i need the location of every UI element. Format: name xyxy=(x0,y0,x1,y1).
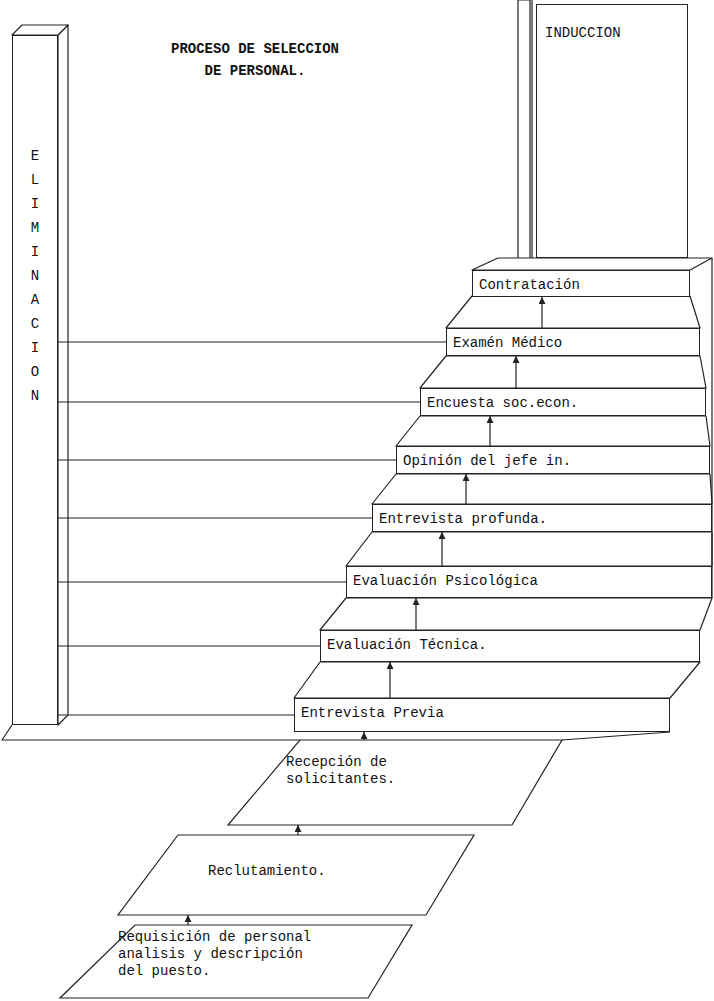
stair-tread xyxy=(346,532,712,566)
step-label: Opinión del jefe in. xyxy=(403,453,571,470)
step-label: Entrevista profunda. xyxy=(379,511,547,528)
step-label: Contratación xyxy=(479,277,580,294)
slab-outline xyxy=(228,740,562,825)
stair-tread xyxy=(320,598,712,630)
flow-arrow xyxy=(515,356,516,388)
flow-arrow xyxy=(441,532,442,566)
stair-step: Evaluación Psicológica xyxy=(346,566,712,598)
flow-arrow xyxy=(187,915,188,925)
elimination-line xyxy=(58,341,446,342)
slab-outline xyxy=(118,835,474,915)
stair-side xyxy=(562,732,670,740)
flow-arrow xyxy=(489,416,490,446)
door-frame xyxy=(518,0,530,262)
floor-line xyxy=(2,725,300,740)
floor-slab: Requisición de personal analisis y descr… xyxy=(60,925,412,998)
door-box: INDUCCION xyxy=(536,4,688,258)
pillar-top xyxy=(12,25,68,35)
elimination-line xyxy=(58,645,320,646)
stair-step: Contratación xyxy=(472,270,690,297)
stair-step: Encuesta soc.econ. xyxy=(420,388,706,416)
stair-tread xyxy=(446,296,700,328)
elimination-line xyxy=(58,581,346,582)
door-frame-line xyxy=(531,0,532,262)
step-label: INDUCCION xyxy=(545,25,621,42)
step-label: ELIMINACION xyxy=(28,144,42,408)
step-label: Recepción de solicitantes. xyxy=(286,740,476,788)
stair-tread xyxy=(396,416,710,446)
step-label: Encuesta soc.econ. xyxy=(427,395,578,412)
stair-step: Entrevista profunda. xyxy=(372,504,712,532)
stair-step: Opinión del jefe in. xyxy=(396,446,710,474)
flow-arrow xyxy=(415,598,416,630)
floor-slab: Reclutamiento. xyxy=(118,835,474,915)
flow-arrow xyxy=(389,662,390,698)
step-label: Evaluación Técnica. xyxy=(327,637,487,654)
flow-arrow xyxy=(297,825,298,835)
pillar-side xyxy=(58,25,68,725)
diagram-title: PROCESO DE SELECCION DE PERSONAL. xyxy=(165,38,345,83)
flow-arrow xyxy=(465,474,466,504)
landing xyxy=(472,258,712,270)
flow-arrow xyxy=(363,732,364,740)
step-label: Examén Médico xyxy=(453,335,562,352)
stair-tread xyxy=(372,474,712,504)
step-label: Requisición de personal analisis y descr… xyxy=(118,925,323,979)
step-label: Entrevista Previa xyxy=(301,705,444,722)
elimination-line xyxy=(58,459,396,460)
stair-tread xyxy=(294,662,700,698)
elimination-pillar: ELIMINACION xyxy=(12,35,58,725)
flow-arrow xyxy=(541,297,542,328)
stair-side xyxy=(711,258,712,598)
elimination-line xyxy=(58,517,372,518)
elimination-line xyxy=(58,714,294,715)
stair-step: Examén Médico xyxy=(446,328,700,356)
step-label: Reclutamiento. xyxy=(208,835,408,880)
slab-outline xyxy=(60,925,412,998)
stair-step: Entrevista Previa xyxy=(294,698,670,732)
stair-tread xyxy=(420,356,706,388)
stair-step: Evaluación Técnica. xyxy=(320,630,700,662)
step-label: Evaluación Psicológica xyxy=(353,573,538,590)
elimination-line xyxy=(58,401,420,402)
floor-slab: Recepción de solicitantes. xyxy=(228,740,562,825)
